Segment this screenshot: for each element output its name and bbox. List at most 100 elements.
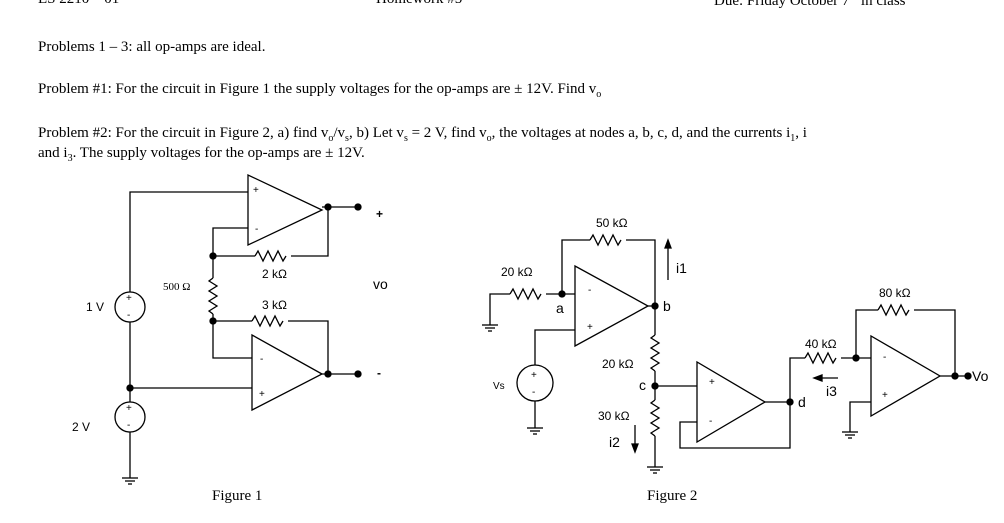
fig1-node-mid <box>126 384 134 392</box>
fig2-resistor-40k <box>804 351 837 365</box>
p2-seg-l2a: and i <box>38 145 68 161</box>
fig2-resistor-20k-in <box>509 287 542 301</box>
fig2-node-b <box>651 302 659 310</box>
p2-seg-g: = 2 V, find v <box>407 125 487 141</box>
fig2-node-oa3-minus <box>852 354 860 362</box>
fig1-src1-minus: - <box>127 310 130 321</box>
fig2-wire-fb-left <box>561 239 590 294</box>
fig2-label-vo: Vo <box>972 368 989 384</box>
fig2-ground-icon-oa3 <box>842 431 858 439</box>
fig2-opamp-1 <box>574 264 650 348</box>
fig2-node-a <box>558 290 566 298</box>
fig2-label-vs: Vs <box>493 381 505 392</box>
fig2-label-50k: 50 kΩ <box>596 216 628 230</box>
figure-2: - + + - - + <box>482 216 989 504</box>
fig1-oa1-minus: - <box>255 224 258 235</box>
course-code: ES 2210 – 01 <box>38 0 119 8</box>
p2-sub-s1: s <box>345 133 349 144</box>
fig2-node-d <box>786 398 794 406</box>
fig1-node-out-bottom <box>324 370 332 378</box>
fig1-source-1v <box>114 291 146 323</box>
fig2-oa1-minus: - <box>588 285 591 296</box>
fig2-label-a: a <box>556 300 564 316</box>
fig1-wire-oa2-minus <box>212 314 252 359</box>
fig2-label-b: b <box>663 298 671 314</box>
fig2-label-30k: 30 kΩ <box>598 409 630 423</box>
fig1-label-vo: vo <box>373 276 388 292</box>
fig1-terminal-top <box>354 203 362 211</box>
fig2-ground-icon-input <box>482 324 498 332</box>
fig2-label-c: c <box>639 377 646 393</box>
fig1-opamp-top <box>247 173 324 247</box>
fig1-label-3k: 3 kΩ <box>262 298 287 312</box>
p2-seg-a: Problem #2: For the circuit in Figure 2,… <box>38 125 329 141</box>
fig1-label-2v: 2 V <box>72 420 90 434</box>
figure-1-caption: Figure 1 <box>212 488 262 504</box>
fig2-node-c <box>651 382 659 390</box>
fig2-oa1-plus: + <box>587 322 593 333</box>
fig2-opamp-3 <box>870 334 942 418</box>
fig1-wire-plus-in <box>129 191 248 292</box>
fig2-label-i2: i2 <box>609 434 620 450</box>
fig1-out-minus: - <box>377 366 381 380</box>
p2-sub-1: 1 <box>790 133 796 144</box>
fig2-label-40k: 40 kΩ <box>805 337 837 351</box>
fig2-wire-oa3-plus <box>849 401 871 432</box>
fig2-label-d: d <box>798 394 806 410</box>
fig2-vs-minus: - <box>532 387 535 398</box>
fig1-label-500: 500 Ω <box>163 281 190 293</box>
fig1-label-1v: 1 V <box>86 300 104 314</box>
p2-seg-l2c: . The supply voltages for the op-amps ar… <box>72 145 365 161</box>
p2-sub-3: 3 <box>67 153 73 164</box>
fig2-terminal-vo <box>964 372 972 380</box>
fig2-arrowhead-i2-icon <box>631 443 639 454</box>
fig2-oa3-minus: - <box>883 352 886 363</box>
fig2-ground-icon-vs <box>527 427 543 435</box>
fig2-oa3-plus: + <box>882 390 888 401</box>
fig2-label-i3: i3 <box>826 383 837 399</box>
fig2-ground-icon-divider <box>647 466 663 474</box>
fig1-src2-plus: + <box>126 403 132 414</box>
fig2-resistor-80k <box>877 303 910 317</box>
fig1-resistor-2k <box>254 249 287 263</box>
fig2-vs-plus: + <box>531 370 537 381</box>
fig1-oa1-plus: + <box>253 185 259 196</box>
figure-1: + - - + + - + - <box>72 173 388 504</box>
due-sup: th <box>849 0 857 2</box>
p2-seg-e: , b) Let v <box>348 125 404 141</box>
due-date: Due: Friday October 7th in class <box>714 0 906 10</box>
fig2-oa2-plus: + <box>709 377 715 388</box>
due-suffix: in class <box>857 0 906 9</box>
fig2-opamp-2 <box>696 360 767 444</box>
fig2-wire-in-left <box>489 293 510 325</box>
fig2-wire-80k-right <box>914 309 956 376</box>
fig2-label-20k-div: 20 kΩ <box>602 357 634 371</box>
fig2-label-i1: i1 <box>676 260 687 276</box>
homework-title: Homework #5 <box>376 0 462 8</box>
p2-sub-o1: o <box>328 133 334 144</box>
problem-1-text: Problem #1: For the circuit in Figure 1 … <box>38 80 601 104</box>
fig1-oa2-minus: - <box>260 354 263 365</box>
fig2-wire-80k-left <box>855 309 878 358</box>
fig1-wire-oa1-minus <box>212 227 248 256</box>
fig2-arrowhead-i3-icon <box>812 374 823 382</box>
fig1-src1-plus: + <box>126 293 132 304</box>
fig1-src2-minus: - <box>127 420 130 431</box>
fig1-out-plus: + <box>376 207 383 221</box>
fig2-label-80k: 80 kΩ <box>879 286 911 300</box>
problem-1-sub: o <box>596 89 602 100</box>
problem-2-line-2: and i3. The supply voltages for the op-a… <box>38 144 365 168</box>
fig2-resistor-30k <box>649 399 661 437</box>
p2-seg-i: , the voltages at nodes a, b, c, d, and … <box>491 125 791 141</box>
fig1-wire-2k-right <box>291 207 329 257</box>
fig2-label-20k-in: 20 kΩ <box>501 265 533 279</box>
fig1-node-3k <box>209 317 217 325</box>
fig2-resistor-20k-div <box>649 334 661 372</box>
due-prefix: Due: Friday October 7 <box>714 0 850 9</box>
fig1-resistor-3k <box>251 314 284 328</box>
fig1-ground-icon <box>122 477 138 485</box>
fig1-opamp-bottom <box>251 333 324 412</box>
fig2-node-out <box>951 372 959 380</box>
fig1-label-2k: 2 kΩ <box>262 267 287 281</box>
